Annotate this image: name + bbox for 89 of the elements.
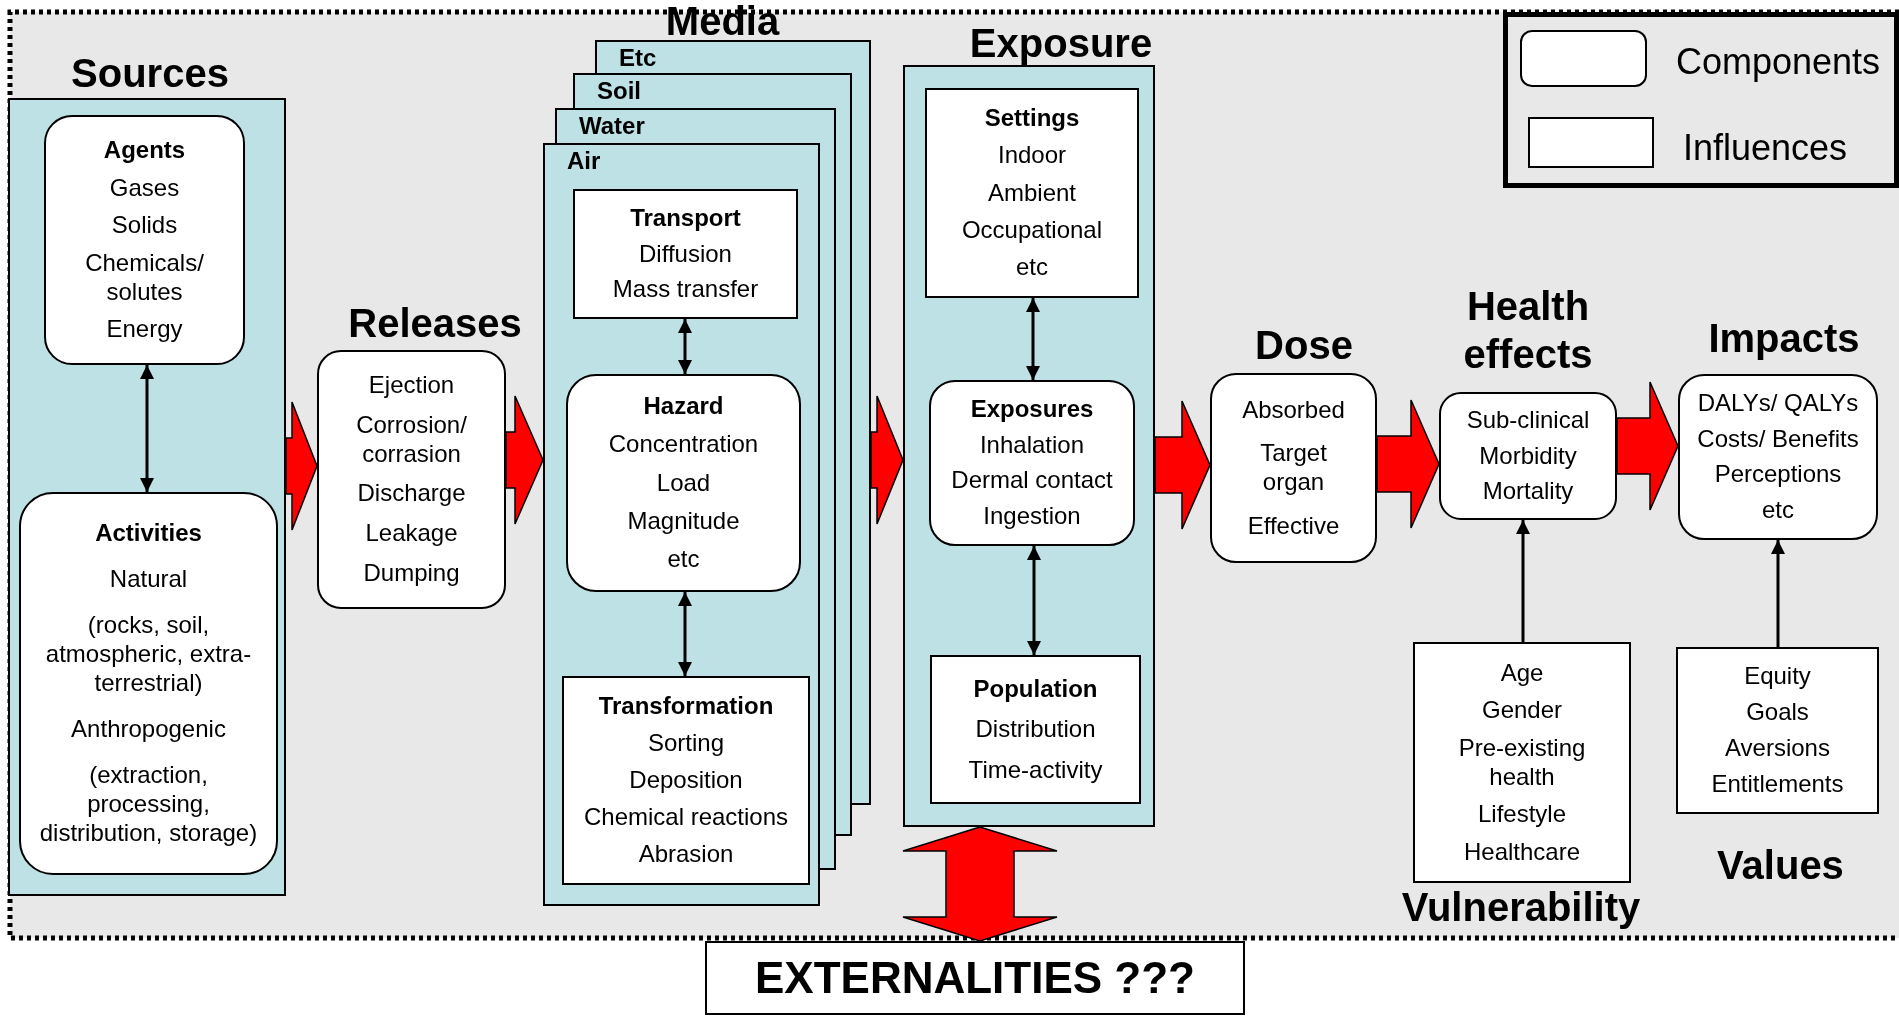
box-text: Lifestyle: [1477, 800, 1566, 829]
box-text: etc: [1762, 496, 1794, 525]
layer-label: Etc: [619, 44, 657, 72]
box-text: Natural: [109, 565, 188, 595]
box-text: Ambient: [987, 178, 1076, 208]
arrow: [1027, 546, 1041, 655]
box-text: Goals: [1746, 698, 1809, 727]
box-title: Hazard: [643, 391, 724, 421]
box-text: Sub-clinical: [1466, 406, 1590, 436]
box-text: Pre-existing health: [1457, 733, 1587, 792]
box-text: Equity: [1744, 662, 1811, 691]
box-text: Gender: [1481, 696, 1563, 725]
box-text: Solids: [111, 211, 178, 240]
box-title: Population: [973, 674, 1098, 704]
block-arrow: [1376, 399, 1440, 529]
box-text: Anthropogenic: [71, 715, 226, 744]
arrow: [678, 319, 692, 374]
section-heading: Vulnerability: [1400, 884, 1642, 930]
section-heading: Media: [664, 0, 781, 42]
section-heading: Impacts: [1707, 315, 1861, 362]
arrow: [140, 365, 154, 492]
box-text: Abrasion: [638, 839, 734, 869]
box-title: Transport: [630, 203, 741, 233]
box-text: etc: [667, 545, 700, 575]
box-text: etc: [1016, 252, 1048, 282]
arrow: [1771, 540, 1785, 647]
layer-label: Water: [579, 112, 645, 140]
arrow: [1026, 298, 1040, 380]
box-text: Indoor: [997, 141, 1067, 171]
box-title: Transformation: [598, 692, 774, 721]
box-text: Entitlements: [1711, 770, 1844, 799]
box-text: Effective: [1247, 511, 1340, 541]
box-text: Age: [1500, 658, 1544, 688]
box-text: Deposition: [629, 766, 743, 795]
box-text: Magnitude: [627, 507, 740, 536]
box-text: Chemical reactions: [583, 803, 789, 832]
block-arrow: [870, 395, 904, 525]
box-text: Aversions: [1725, 734, 1830, 763]
section-heading: Health effects: [1462, 283, 1594, 378]
box-title: Activities: [95, 519, 202, 549]
section-heading: Values: [1716, 842, 1845, 888]
box-text: Concentration: [608, 430, 759, 459]
box-text: Load: [656, 468, 711, 498]
box-text: Dermal contact: [951, 466, 1113, 496]
section-heading: Dose: [1254, 322, 1354, 368]
legend-label: Components: [1676, 40, 1881, 84]
box-text: Diffusion: [639, 239, 732, 269]
box-text: Mortality: [1482, 476, 1574, 506]
box-text: Gases: [109, 173, 180, 203]
box-text: Leakage: [365, 519, 458, 549]
box-text: Occupational: [961, 215, 1103, 245]
arrow: [678, 592, 692, 676]
box-text: Discharge: [357, 479, 466, 509]
block-arrow: [505, 395, 544, 525]
box-text: Dumping: [363, 559, 460, 588]
box-text: Absorbed: [1242, 395, 1345, 425]
section-heading: Sources: [70, 50, 230, 96]
box-text: Morbidity: [1479, 441, 1577, 471]
section-heading: Exposure: [968, 20, 1154, 66]
block-arrow: [1154, 400, 1211, 530]
section-heading: Releases: [347, 300, 523, 346]
box-text: Perceptions: [1714, 460, 1842, 490]
box-text: Ingestion: [983, 502, 1081, 531]
layer-label: Air: [567, 147, 601, 175]
box-text: Ejection: [368, 371, 455, 400]
box-title: Agents: [103, 135, 186, 165]
box-text: Distribution: [975, 715, 1096, 744]
box-text: Time-activity: [968, 755, 1103, 785]
box-text: DALYs/ QALYs: [1697, 388, 1859, 418]
arrow: [1516, 520, 1530, 642]
box-title: Exposures: [970, 394, 1094, 424]
box-text: (extraction, processing, distribution, storage): [38, 761, 259, 848]
box-text: Costs/ Benefits: [1697, 424, 1859, 454]
block-arrow: [902, 826, 1058, 942]
block-arrow: [1616, 381, 1679, 511]
box-text: Healthcare: [1463, 837, 1581, 867]
block-arrow: [285, 401, 318, 531]
box-text: Target organ: [1259, 439, 1328, 497]
box-text: Chemicals/ solutes: [84, 248, 205, 307]
layer-label: Soil: [597, 77, 641, 105]
box-title: EXTERNALITIES ???: [755, 951, 1195, 1004]
legend-label: Influences: [1683, 126, 1848, 170]
box-text: Sorting: [647, 729, 724, 758]
box-text: Corrosion/ corrasion: [355, 410, 468, 469]
box-text: Inhalation: [979, 430, 1085, 460]
box-text: (rocks, soil, atmospheric, extra-terrestrial): [44, 611, 253, 698]
box-title: Settings: [984, 104, 1080, 134]
box-text: Mass transfer: [612, 275, 759, 305]
box-text: Energy: [106, 315, 183, 345]
